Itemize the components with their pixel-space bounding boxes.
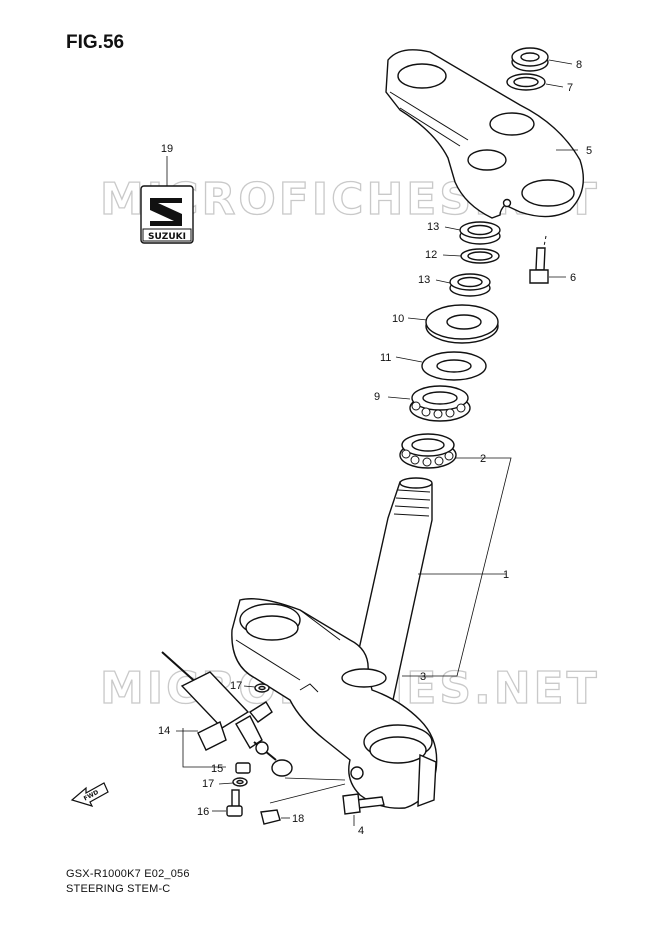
callout-17-upper: 17	[230, 680, 242, 692]
callout-11: 11	[380, 352, 391, 364]
callout-5: 5	[586, 145, 592, 157]
leader-13-upper	[444, 226, 461, 231]
washer-upper	[254, 683, 270, 693]
damper-nut	[260, 809, 281, 825]
model-code: GSX-R1000K7 E02_056	[66, 868, 190, 880]
leader-13-lower	[435, 279, 451, 284]
leader-14-bracket	[182, 728, 226, 768]
leader-damper-mount-a	[269, 783, 346, 804]
logo-text: SUZUKI	[148, 232, 186, 242]
top-nut	[511, 47, 549, 72]
lock-washer	[460, 248, 500, 264]
leader-12	[442, 254, 462, 257]
figure-title: FIG.56	[66, 32, 125, 53]
callout-17-lower: 17	[202, 778, 214, 790]
lower-bearing	[399, 433, 457, 469]
callout-8: 8	[576, 59, 582, 71]
upper-bearing	[409, 385, 471, 422]
callout-18: 18	[292, 813, 304, 825]
leader-11	[395, 356, 423, 363]
leader-7	[545, 83, 564, 88]
steering-stem-lower-bracket	[231, 477, 438, 809]
callout-19: 19	[161, 143, 173, 155]
leader-10	[407, 317, 428, 321]
top-washer	[506, 73, 546, 91]
lock-nut-upper	[459, 221, 501, 245]
damper-collar	[235, 762, 251, 774]
callout-3: 3	[420, 671, 426, 683]
callout-16: 16	[197, 806, 209, 818]
bracket-bolt	[342, 793, 385, 815]
leader-9	[387, 396, 411, 400]
callout-10: 10	[392, 313, 404, 325]
leader-damper-mount-b	[284, 777, 346, 781]
damper-bolt	[226, 789, 243, 817]
callout-15: 15	[211, 763, 223, 775]
leader-17-upper	[243, 685, 256, 688]
leader-2-3-bracket	[402, 457, 512, 677]
washer-lower	[232, 777, 248, 787]
pinch-bolt	[529, 235, 549, 284]
leader-8	[548, 59, 573, 65]
callout-1: 1	[503, 569, 509, 581]
bearing-washer	[421, 351, 487, 381]
steering-damper	[161, 651, 293, 777]
callout-4: 4	[358, 825, 364, 837]
callout-7: 7	[567, 82, 573, 94]
callout-2: 2	[480, 453, 486, 465]
leader-17-lower	[218, 782, 234, 785]
fwd-arrow-icon: FWD	[70, 782, 109, 807]
callout-13-upper: 13	[427, 221, 439, 233]
dust-seal	[425, 304, 499, 344]
callout-9: 9	[374, 391, 380, 403]
section-name: STEERING STEM-C	[66, 883, 171, 895]
lock-nut-lower	[449, 273, 491, 297]
upper-bracket	[385, 49, 584, 219]
callout-14: 14	[158, 725, 170, 737]
callout-12: 12	[425, 249, 437, 261]
callout-6: 6	[570, 272, 576, 284]
callout-13-lower: 13	[418, 274, 430, 286]
suzuki-logo-emblem: SUZUKI	[140, 185, 194, 244]
